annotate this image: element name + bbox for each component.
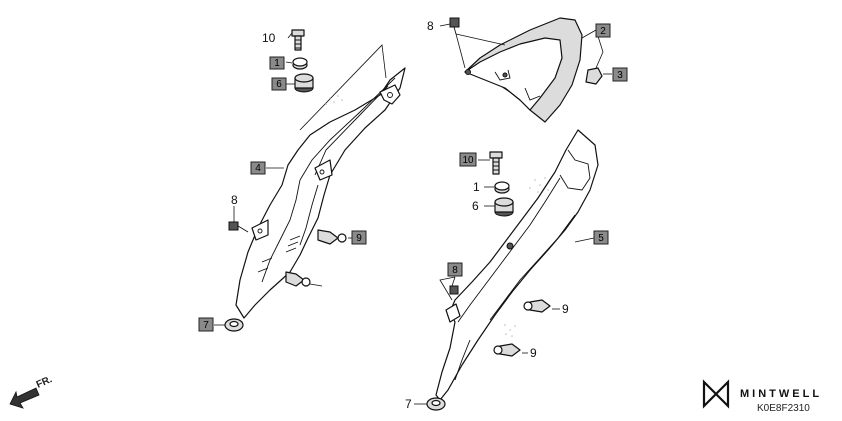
callout-6-right: 6 [472, 199, 479, 213]
callout-2-top: 2 [600, 26, 606, 37]
callout-9-right-a: 9 [562, 302, 569, 316]
collar-1-right [494, 181, 510, 194]
diagram-code: K0E8F2310 [757, 403, 810, 414]
callout-4-left-box: 4 [250, 161, 266, 175]
right-fasteners [426, 151, 551, 411]
grommet-6-right [494, 197, 514, 217]
clip-9-left-upper [317, 229, 347, 245]
brand-block: MINTWELL K0E8F2310 [702, 379, 822, 414]
callout-8-right: 8 [452, 265, 458, 276]
callout-8-left: 8 [231, 193, 238, 207]
clip-9-left-lower [285, 271, 323, 287]
callout-7-right: 7 [405, 397, 412, 411]
nut-7-right [426, 397, 446, 411]
bolt-10-left [291, 29, 305, 51]
grommet-6-left [294, 73, 314, 93]
callout-10-right-box: 10 [459, 152, 477, 167]
callout-6-left: 6 [276, 79, 282, 90]
clip-9-right-upper [523, 299, 551, 313]
collar-1-left [292, 57, 308, 70]
front-arrow-icon [9, 387, 40, 409]
screw-8-left [228, 221, 249, 233]
rear-seat-cowl [464, 17, 583, 123]
callout-10-left: 10 [262, 31, 276, 45]
clip-9-right-lower [493, 343, 521, 357]
callout-5-right-box: 5 [593, 230, 609, 245]
nut-3-top [585, 67, 603, 85]
screw-8-top [449, 17, 460, 35]
callout-8-top: 8 [427, 19, 434, 33]
callout-9-right-b: 9 [530, 346, 537, 360]
right-side-cover [435, 129, 599, 401]
callout-9-left: 9 [356, 233, 362, 244]
callout-10-right: 10 [462, 155, 474, 166]
callout-8-right-box: 8 [447, 262, 463, 277]
screw-8-right [449, 285, 459, 295]
callout-2-top-box: 2 [595, 23, 611, 38]
callout-7-left-box: 7 [198, 317, 214, 332]
brand-name: MINTWELL [740, 388, 822, 400]
callout-9-left-box: 9 [351, 230, 367, 245]
callout-1-right: 1 [473, 180, 480, 194]
callout-3-top-box: 3 [612, 67, 628, 82]
front-label: FR. [35, 374, 54, 391]
front-direction-indicator: FR. [9, 374, 54, 409]
callout-6-left-box: 6 [271, 77, 287, 91]
callout-5-right: 5 [598, 233, 604, 244]
left-side-cover [235, 44, 406, 319]
nut-7-left [224, 318, 244, 332]
callout-1-left: 1 [274, 58, 280, 69]
callout-7-left: 7 [203, 320, 209, 331]
callout-4-left: 4 [255, 163, 261, 174]
bolt-10-right [489, 151, 503, 175]
left-fasteners [224, 29, 347, 332]
callout-1-left-box: 1 [269, 56, 285, 70]
callout-3-top: 3 [617, 70, 623, 81]
mintwell-logo-icon [702, 379, 730, 409]
